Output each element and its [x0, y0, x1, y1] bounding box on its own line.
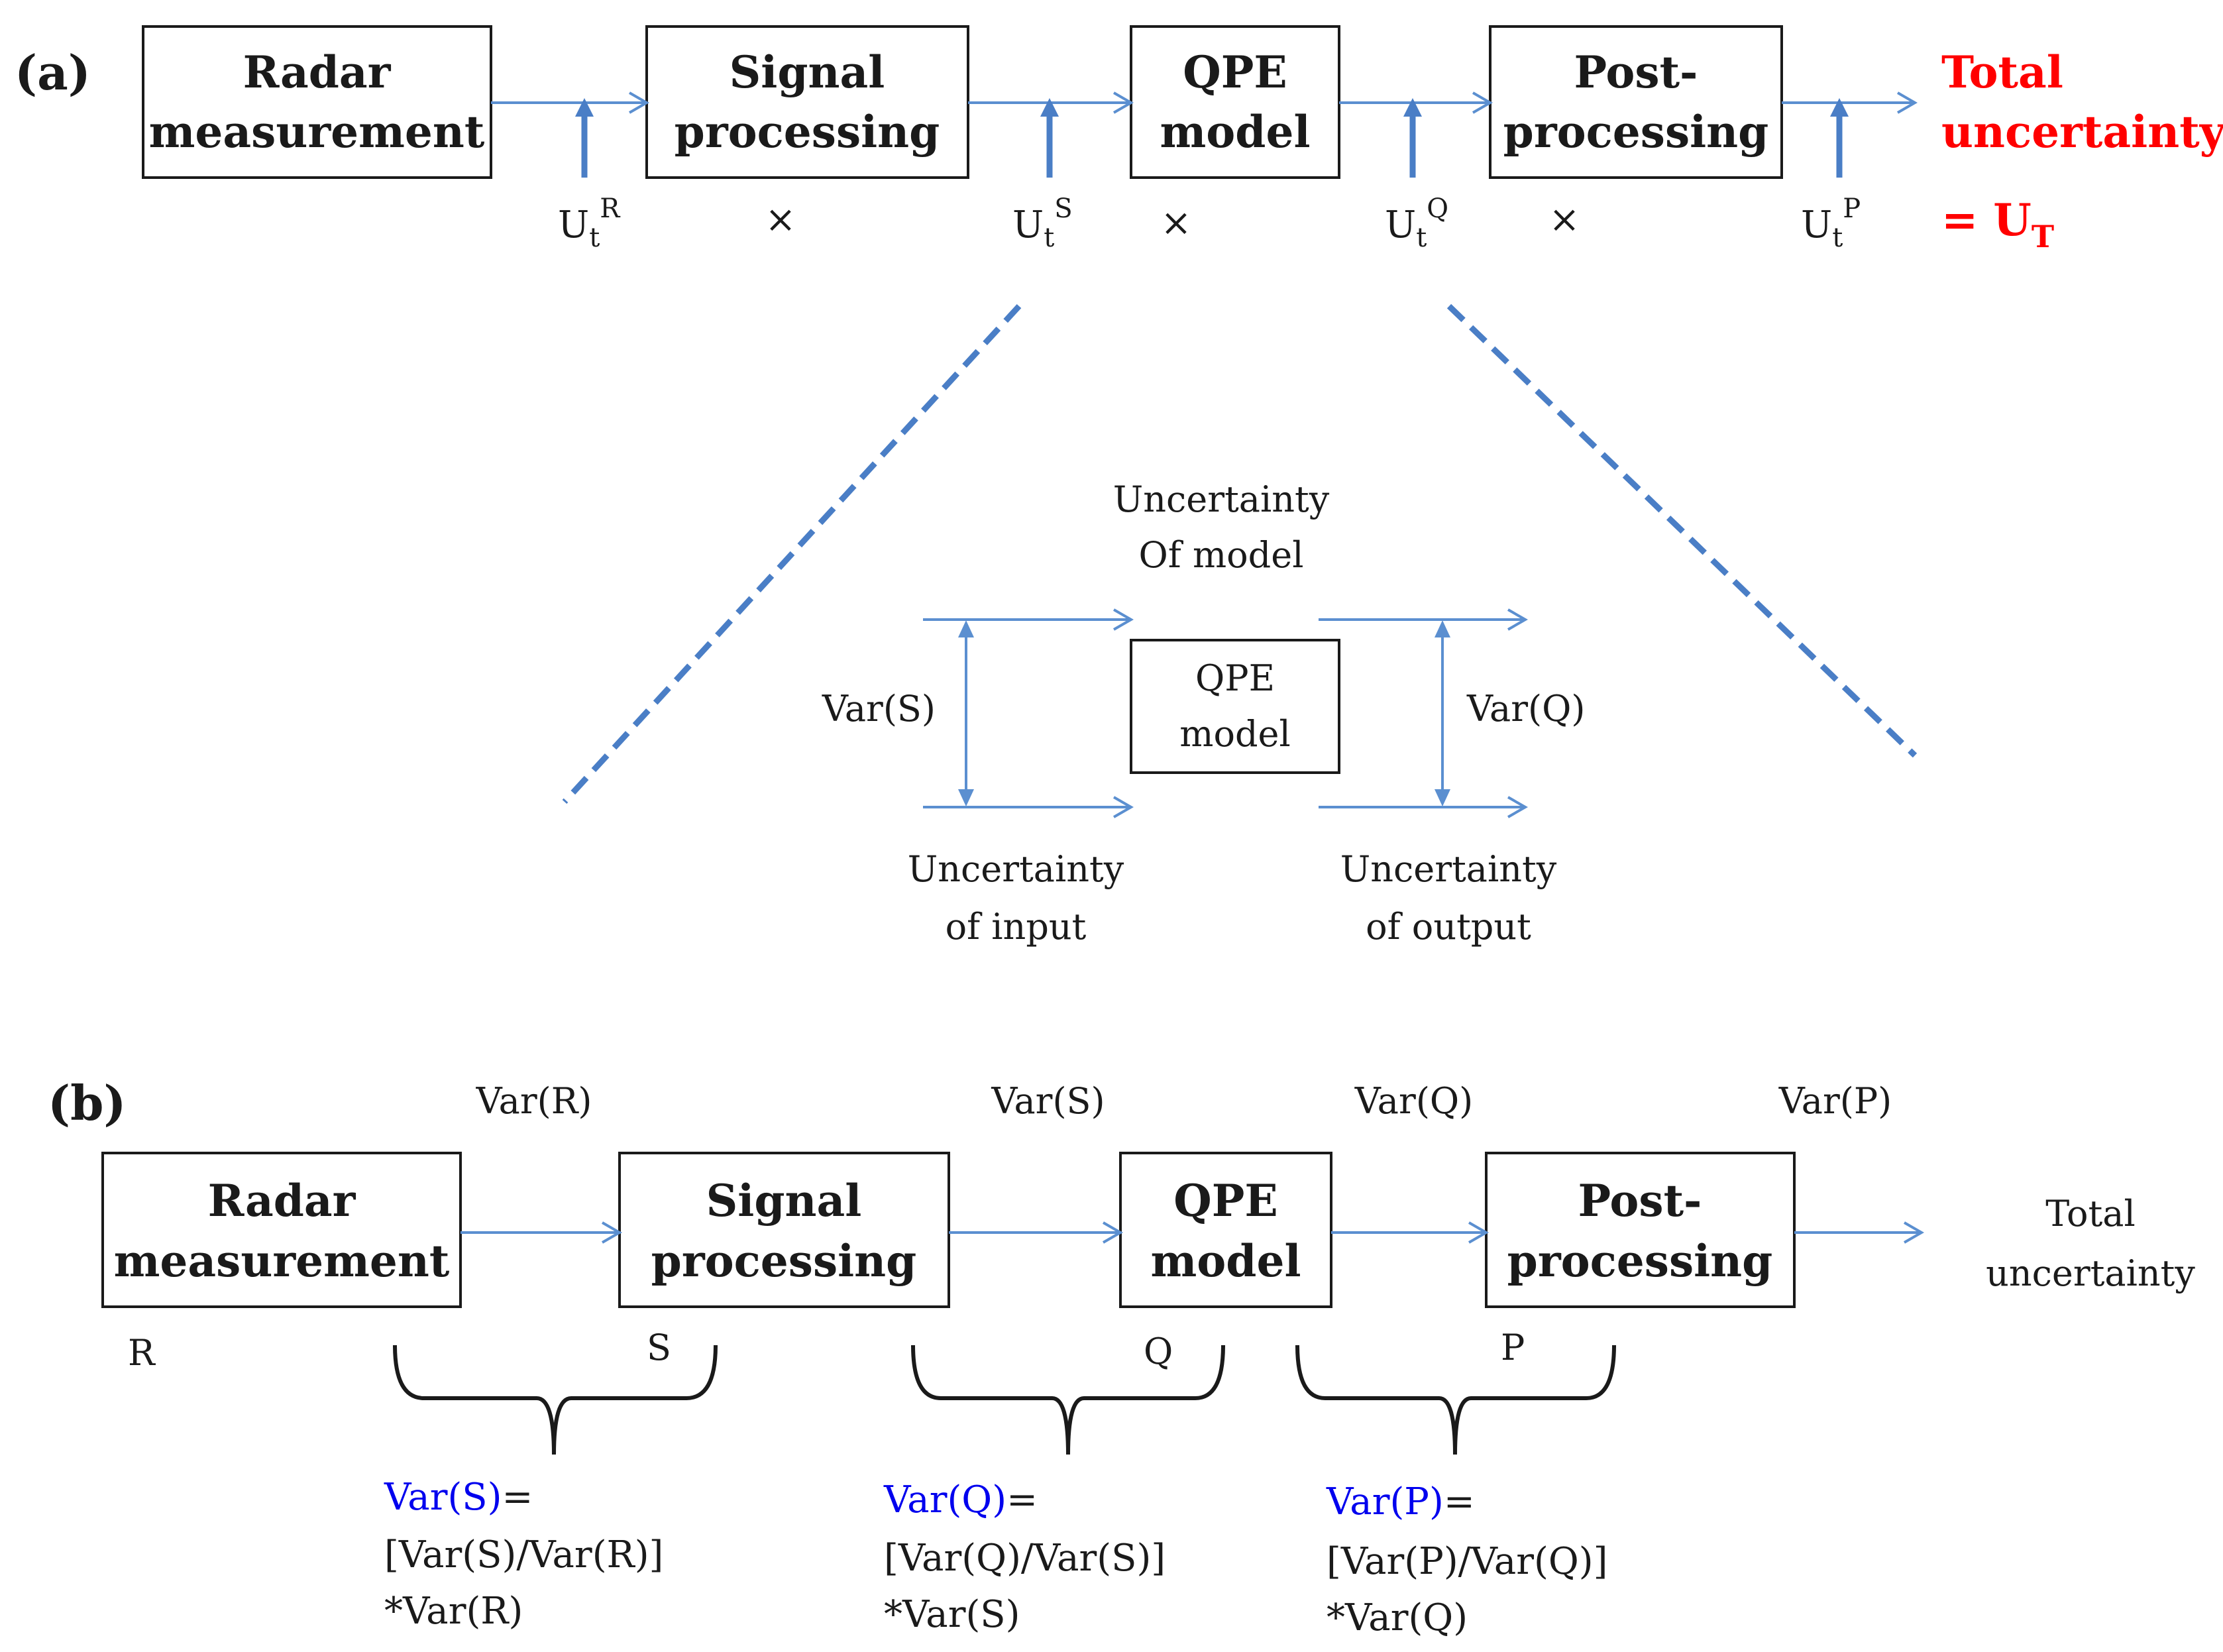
formula-head: Var(S)= [384, 1476, 533, 1519]
box-label: Signal [706, 1175, 862, 1227]
formula-s: Var(S)= [Var(S)/Var(R)] *Var(R) [384, 1476, 663, 1633]
formula-line: [Var(P)/Var(Q)] [1327, 1540, 1607, 1583]
panel-b-label: (b) [48, 1075, 126, 1131]
panel-a-label: (a) [15, 44, 91, 101]
formula-head: Var(Q)= [883, 1478, 1038, 1521]
detail-qpe-box [1130, 639, 1340, 774]
box-label: Post- [1574, 46, 1698, 98]
panel-b-box-radar: Radar measurement [101, 1152, 462, 1308]
box-label: processing [651, 1235, 917, 1287]
formula-line: [Var(Q)/Var(S)] [884, 1537, 1166, 1580]
top-var-p: Var(P) [1778, 1080, 1892, 1122]
panel-a-box-post: Post- processing [1489, 25, 1783, 179]
panel-a-box-radar: Radar measurement [142, 25, 492, 179]
panel-b-total-label: uncertainty [1986, 1252, 2195, 1294]
box-label: Radar [243, 46, 392, 98]
box-label: processing [1507, 1235, 1773, 1287]
multiply-sign: × [1161, 201, 1192, 245]
box-label: model [1160, 106, 1310, 158]
formula-head: Var(P)= [1326, 1480, 1475, 1523]
formula-line: *Var(Q) [1327, 1596, 1468, 1639]
letter-q: Q [1144, 1331, 1173, 1372]
model-uncertainty-label: Uncertainty [1113, 478, 1330, 520]
total-label: Total [1941, 46, 2063, 98]
formula-line: *Var(S) [884, 1593, 1020, 1636]
zoom-line-right [1446, 303, 1918, 758]
box-label: model [1150, 1235, 1301, 1287]
panel-b-box-qpe: QPE model [1119, 1152, 1332, 1308]
panel-b-box-post: Post- processing [1485, 1152, 1796, 1308]
brace-p [1295, 1345, 1616, 1455]
uncertainty-label-s: UtS [1012, 193, 1073, 253]
panel-a-box-signal: Signal processing [645, 25, 969, 179]
model-uncertainty-label: Of model [1139, 534, 1304, 576]
panel-b-total-label: Total [2045, 1193, 2136, 1235]
letter-p: P [1501, 1327, 1525, 1368]
multiply-sign: × [1549, 198, 1580, 241]
panel-b-box-signal: Signal processing [618, 1152, 950, 1308]
panel-b-flow-arrows [461, 1221, 1925, 1244]
brace-s [393, 1345, 718, 1455]
output-uncertainty-label: of output [1366, 906, 1531, 948]
letter-r: R [128, 1332, 156, 1374]
formula-line: *Var(R) [384, 1590, 523, 1633]
box-label: Post- [1578, 1175, 1702, 1227]
panel-a-detail: Uncertainty Of model QPE model Var(S) Va [822, 478, 1586, 948]
panel-a-total-uncertainty: Total uncertainty = UT [1941, 46, 2223, 254]
letter-s: S [647, 1327, 671, 1368]
zoom-line-left [562, 303, 1022, 804]
multiply-sign: × [765, 198, 796, 241]
detail-box-label: QPE [1195, 657, 1275, 699]
box-label: Radar [208, 1175, 356, 1227]
input-uncertainty-label: Uncertainty [908, 848, 1124, 890]
box-label: measurement [114, 1235, 450, 1287]
uncertainty-label-r: UtR [558, 193, 621, 253]
top-var-r: Var(R) [476, 1080, 592, 1122]
input-uncertainty-label: of input [946, 906, 1087, 948]
formula-p: Var(P)= [Var(P)/Var(Q)] *Var(Q) [1326, 1480, 1607, 1639]
top-var-q: Var(Q) [1354, 1080, 1473, 1122]
uncertainty-label-q: UtQ [1385, 193, 1448, 253]
panel-a-uncertainty-arrows [575, 98, 1849, 178]
box-label: Signal [730, 46, 885, 98]
total-label: uncertainty [1941, 106, 2223, 158]
formula-line: [Var(S)/Var(R)] [384, 1533, 663, 1576]
uncertainty-label-p: UtP [1801, 193, 1861, 253]
box-label: processing [675, 106, 940, 158]
top-var-s: Var(S) [991, 1080, 1105, 1122]
detail-var-input: Var(S) [822, 688, 936, 730]
box-label: processing [1503, 106, 1769, 158]
box-label: measurement [149, 106, 485, 158]
detail-var-output: Var(Q) [1466, 688, 1585, 730]
output-uncertainty-label: Uncertainty [1340, 848, 1557, 890]
detail-box-label: model [1179, 713, 1291, 755]
total-equation: = UT [1941, 194, 2054, 254]
box-label: QPE [1183, 46, 1287, 98]
brace-q [911, 1345, 1225, 1455]
formula-q: Var(Q)= [Var(Q)/Var(S)] *Var(S) [883, 1478, 1166, 1636]
panel-b: (b) Var(R) Var(S) Var(Q) Var(P) Radar me… [48, 1075, 2195, 1639]
panel-a-box-qpe: QPE model [1130, 25, 1340, 179]
panel-a: (a) Radar measurement Signal processing … [15, 25, 2223, 948]
box-label: QPE [1173, 1175, 1277, 1227]
